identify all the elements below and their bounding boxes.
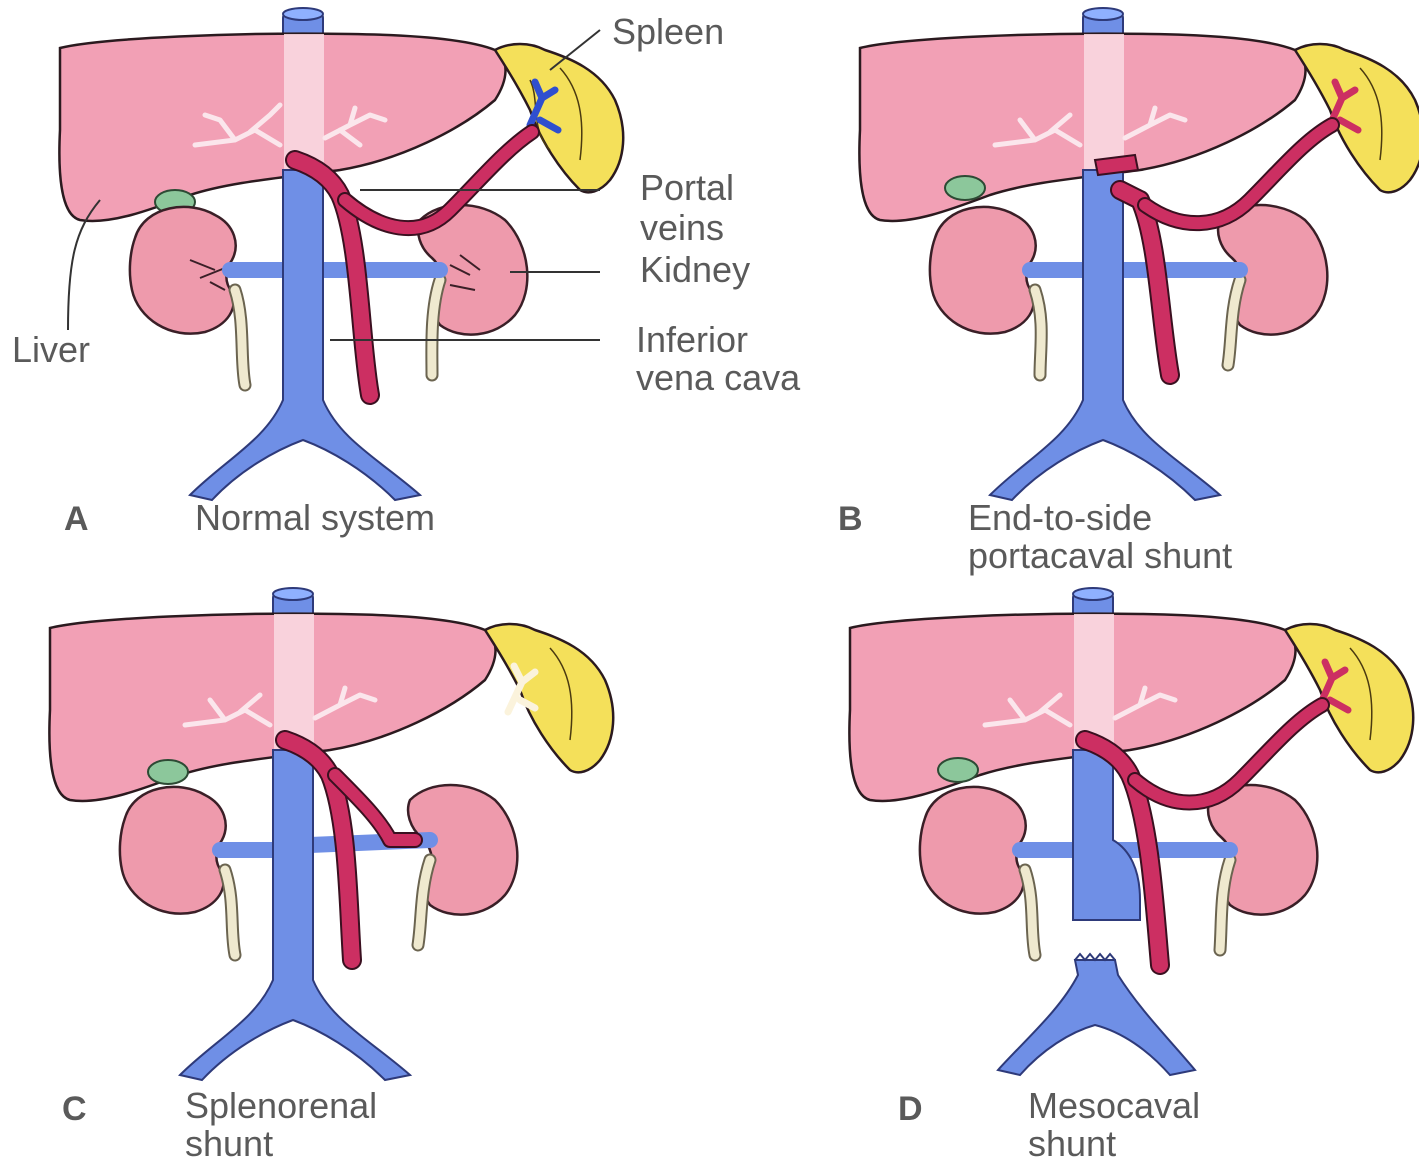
panel-c-caption-1: Splenorenal	[185, 1085, 377, 1126]
spleen	[495, 44, 623, 192]
label-spleen: Spleen	[612, 11, 724, 52]
panel-a-caption: Normal system	[195, 497, 435, 538]
label-portal-veins-2: veins	[640, 207, 724, 248]
gallbladder	[945, 176, 985, 200]
spleen	[1295, 44, 1419, 192]
panel-c-letter: C	[62, 1090, 87, 1128]
inferior-vena-cava-lower-divided	[998, 960, 1195, 1075]
panel-b-portacaval-shunt	[859, 8, 1419, 500]
label-portal-veins-1: Portal	[640, 167, 734, 208]
label-kidney: Kidney	[640, 249, 750, 290]
panel-b-caption-2: portacaval shunt	[968, 535, 1232, 576]
panel-c-caption-2: shunt	[185, 1123, 273, 1162]
panel-d-letter: D	[898, 1090, 923, 1128]
panel-d-caption-2: shunt	[1028, 1123, 1116, 1162]
gallbladder	[148, 760, 188, 784]
panel-b-letter: B	[838, 500, 863, 538]
kidney-left	[920, 787, 1026, 914]
spleen	[1285, 624, 1413, 772]
label-liver: Liver	[12, 329, 90, 370]
panel-c-splenorenal-shunt	[49, 588, 613, 1080]
ivc-top-opening	[283, 8, 323, 20]
inferior-vena-cava	[180, 750, 410, 1080]
spleen	[485, 624, 613, 772]
panel-a-normal-system	[59, 8, 623, 500]
label-ivc-1: Inferior	[636, 319, 748, 360]
label-ivc-2: vena cava	[636, 357, 801, 398]
panel-d-mesocaval-shunt	[849, 588, 1413, 1075]
kidney-left	[930, 207, 1036, 334]
panel-b-caption-1: End-to-side	[968, 497, 1152, 538]
panel-d-caption-1: Mesocaval	[1028, 1085, 1200, 1126]
gallbladder	[938, 758, 978, 782]
kidney-left	[120, 787, 226, 914]
panel-a-letter: A	[64, 500, 89, 538]
